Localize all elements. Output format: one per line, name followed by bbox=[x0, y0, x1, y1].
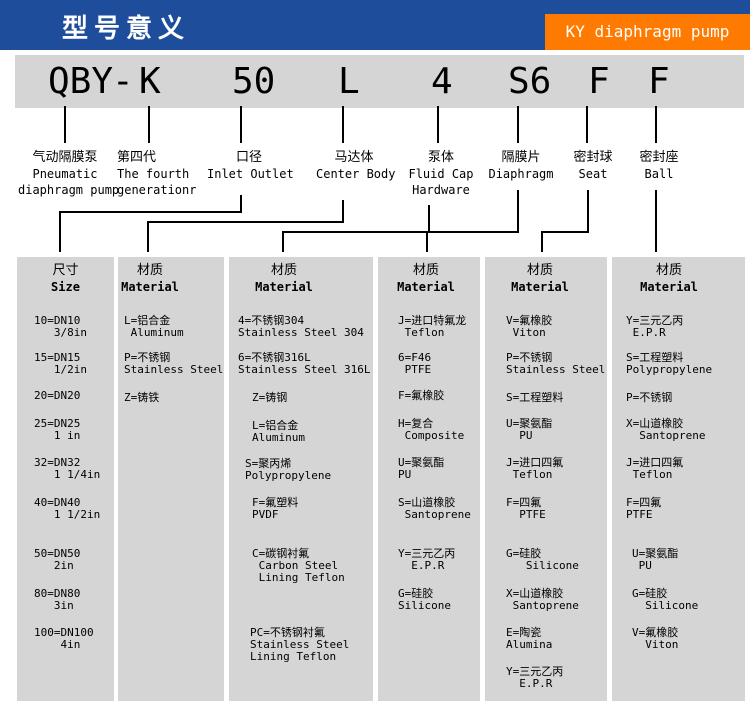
list-item: 32=DN32 1 1/4in bbox=[34, 456, 101, 481]
list-item: L=铝合金 Aluminum bbox=[124, 314, 184, 339]
code-seat: F bbox=[588, 61, 610, 102]
list-item: F=氟塑料 PVDF bbox=[252, 496, 299, 521]
code-k: K bbox=[139, 61, 161, 102]
column-ball-material bbox=[612, 257, 745, 701]
list-item: V=氟橡胶 Viton bbox=[506, 314, 553, 339]
list-item: Z=铸铁 bbox=[124, 391, 160, 404]
list-item: 40=DN40 1 1/2in bbox=[34, 496, 101, 521]
column-size bbox=[17, 257, 114, 701]
list-item: C=碳钢衬氟 Carbon Steel Lining Teflon bbox=[252, 547, 345, 584]
list-item: G=硅胶 Silicone bbox=[632, 587, 699, 612]
list-item: H=复合 Composite bbox=[398, 417, 465, 442]
list-item: S=工程塑料 bbox=[506, 391, 564, 404]
list-item: U=聚氨酯 PU bbox=[506, 417, 553, 442]
code-dash: - bbox=[112, 61, 134, 102]
column-seat-material bbox=[485, 257, 607, 701]
list-item: G=硅胶 Silicone bbox=[398, 587, 451, 612]
list-item: 100=DN100 4in bbox=[34, 626, 94, 651]
list-item: Y=三元乙丙 E.P.R bbox=[506, 665, 564, 690]
code-fluid-cap: 4 bbox=[431, 61, 453, 102]
list-item: U=聚氨酯 PU bbox=[632, 547, 679, 572]
list-item: 25=DN25 1 in bbox=[34, 417, 81, 442]
list-item: S=山道橡胶 Santoprene bbox=[398, 496, 471, 521]
list-item: G=硅胶 Silicone bbox=[506, 547, 579, 572]
list-item: 80=DN80 3in bbox=[34, 587, 81, 612]
list-item: F=氟橡胶 bbox=[398, 389, 445, 402]
list-item: 4=不锈钢304 Stainless Steel 304 bbox=[238, 314, 364, 339]
list-item: 20=DN20 bbox=[34, 389, 81, 402]
list-item: Z=铸钢 bbox=[252, 391, 288, 404]
code-ball: F bbox=[648, 61, 670, 102]
list-item: Y=三元乙丙 E.P.R bbox=[626, 314, 684, 339]
code-qby: QBY bbox=[48, 61, 114, 102]
list-item: PC=不锈钢衬氟 Stainless Steel Lining Teflon bbox=[250, 626, 350, 663]
model-code-bar bbox=[15, 55, 744, 108]
list-item: X=山道橡胶 Santoprene bbox=[506, 587, 579, 612]
list-item: E=陶瓷 Alumina bbox=[506, 626, 553, 651]
code-center-body: L bbox=[338, 61, 360, 102]
brand-badge: KY diaphragm pump bbox=[545, 14, 750, 50]
list-item: Y=三元乙丙 E.P.R bbox=[398, 547, 456, 572]
list-item: F=四氟 PTFE bbox=[506, 496, 546, 521]
code-diaphragm: S6 bbox=[508, 61, 552, 102]
list-item: S=工程塑料 Polypropylene bbox=[626, 351, 713, 376]
list-item: X=山道橡胶 Santoprene bbox=[626, 417, 706, 442]
list-item: S=聚丙烯 Polypropylene bbox=[245, 457, 332, 482]
column-fluid-cap-material bbox=[229, 257, 373, 701]
list-item: 10=DN10 3/8in bbox=[34, 314, 87, 339]
list-item: P=不锈钢 Stainless Steel bbox=[124, 351, 224, 376]
list-item: 15=DN15 1/2in bbox=[34, 351, 87, 376]
list-item: 6=不锈钢316L Stainless Steel 316L bbox=[238, 351, 371, 376]
column-center-body-material bbox=[118, 257, 224, 701]
list-item: L=铝合金 Aluminum bbox=[252, 419, 305, 444]
list-item: F=四氟 PTFE bbox=[626, 496, 662, 521]
code-size: 50 bbox=[232, 61, 276, 102]
list-item: P=不锈钢 bbox=[626, 391, 673, 404]
list-item: 50=DN50 2in bbox=[34, 547, 81, 572]
list-item: 6=F46 PTFE bbox=[398, 351, 432, 376]
list-item: V=氟橡胶 Viton bbox=[632, 626, 679, 651]
list-item: J=进口四氟 Teflon bbox=[506, 456, 564, 481]
list-item: U=聚氨酯 PU bbox=[398, 456, 445, 481]
column-diaphragm-material bbox=[378, 257, 480, 701]
list-item: P=不锈钢 Stainless Steel bbox=[506, 351, 606, 376]
list-item: J=进口四氟 Teflon bbox=[626, 456, 684, 481]
page-title: 型号意义 bbox=[62, 14, 191, 44]
list-item: J=进口特氟龙 Teflon bbox=[398, 314, 467, 339]
